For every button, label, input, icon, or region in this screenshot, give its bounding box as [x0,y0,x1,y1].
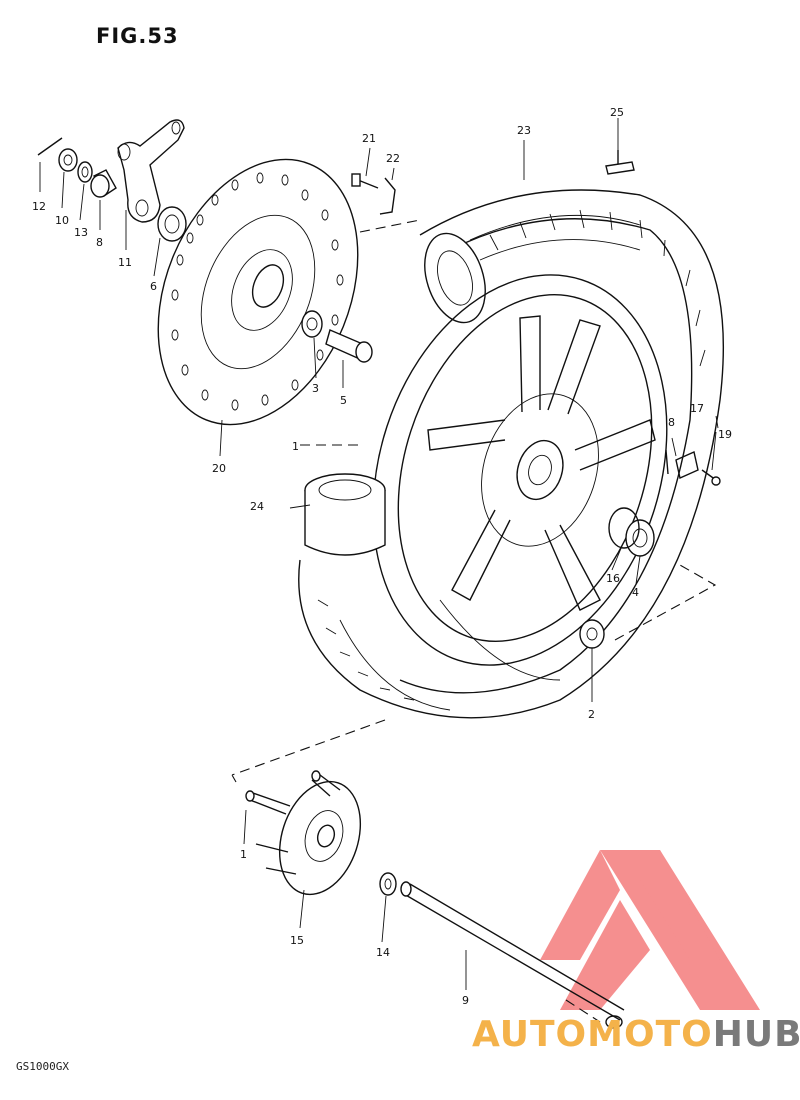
nut-10 [58,148,78,172]
watermark-logo-icon [540,850,760,1010]
watermark-word-2: HUB [712,1014,800,1055]
axle-9 [400,881,625,1029]
callout-23: 23 [517,124,531,137]
rear-hub [245,770,362,896]
spacer-3 [301,310,323,338]
callout-16: 16 [606,572,620,585]
clip-17 [665,449,699,479]
callout-3: 3 [312,382,319,395]
callout-4: 4 [632,586,639,599]
callout-12: 12 [32,200,46,213]
assembly-lines [231,219,717,1023]
callout-10: 10 [55,214,69,227]
collar-5 [325,329,373,363]
washer-13 [77,161,93,183]
callout-8b: 8 [668,416,675,429]
oil-seal-16 [608,507,640,549]
model-code: GS1000GX [16,1060,69,1073]
callout-24: 24 [250,500,264,513]
bearing-6 [157,206,187,242]
bolt-21 [351,173,379,189]
bolt-12 [37,137,63,156]
callout-11: 11 [118,256,132,269]
watermark-brand: AUTOMOTOHUB [472,1014,800,1055]
callout-1b: 1 [240,848,247,861]
callout-8a: 8 [96,236,103,249]
callout-1a: 1 [292,440,299,453]
screw-19 [701,469,721,486]
callout-25: 25 [610,106,624,119]
callout-6: 6 [150,280,157,293]
callout-19: 19 [718,428,732,441]
callout-15: 15 [290,934,304,947]
watermark-word-1: AUTOMOTO [472,1014,713,1055]
callout-20: 20 [212,462,226,475]
tire [298,189,725,719]
tire-section-23 [424,232,486,324]
callout-22: 22 [386,152,400,165]
torque-link-11 [117,119,185,223]
callout-2: 2 [588,708,595,721]
rim [372,274,668,666]
tire-section-24 [304,473,386,556]
callout-17: 17 [690,402,704,415]
callout-14: 14 [376,946,390,959]
bearing-4 [625,519,655,557]
callout-21: 21 [362,132,376,145]
brake-disc [157,158,359,426]
valve-25 [605,150,635,175]
washer-14 [379,872,397,896]
callout-labels: 12 10 13 8 11 6 3 5 20 21 22 23 25 1 24 … [32,106,732,1007]
figure-title: FIG.53 [96,24,179,48]
bearing-2 [579,619,605,649]
spacer-8 [90,169,117,198]
callout-13: 13 [74,226,88,239]
lock-washer-22 [379,177,396,215]
callout-9: 9 [462,994,469,1007]
leader-lines [39,118,719,990]
callout-5: 5 [340,394,347,407]
